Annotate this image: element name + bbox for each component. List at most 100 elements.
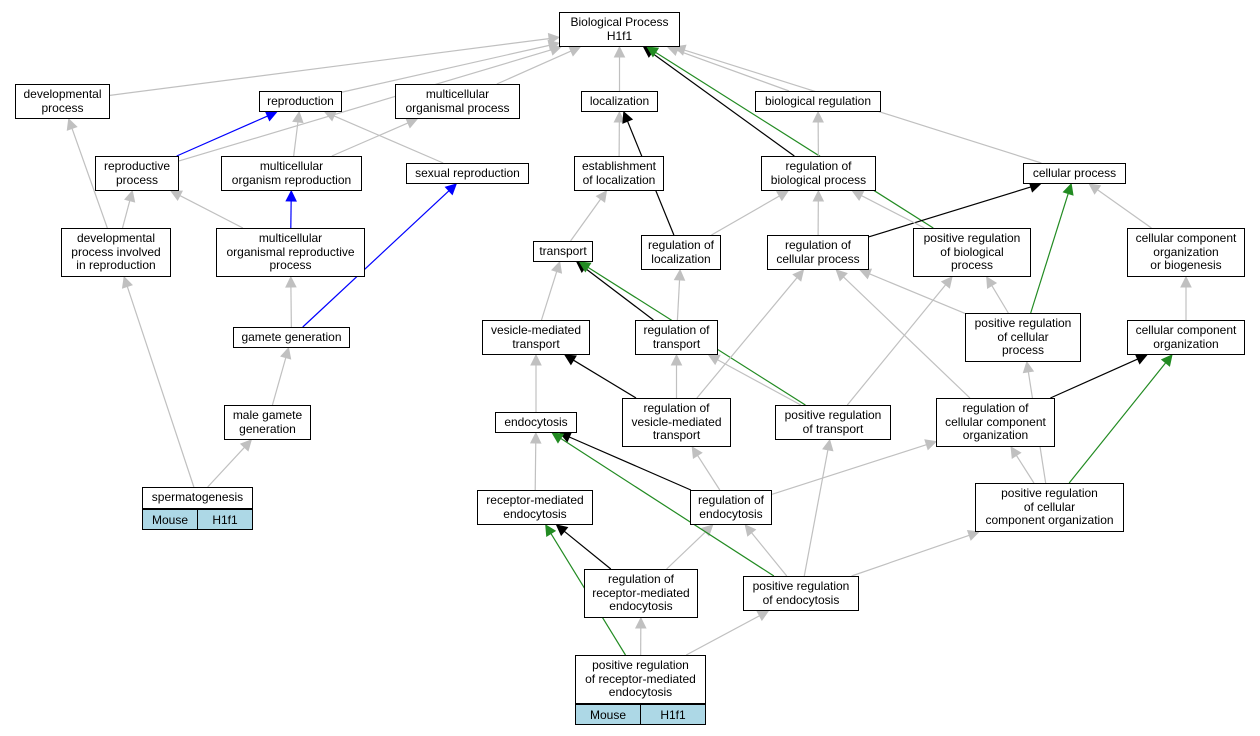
arrowhead-posregendo-to-posregcco <box>966 529 980 541</box>
arrowhead-gamgen-to-mcorgrepproc <box>285 275 297 288</box>
arrowhead-regendo-to-regves <box>691 446 703 459</box>
node-regulation-of-cellular-process[interactable]: regulation of cellular process <box>767 235 869 270</box>
edge-posregtr-to-regtr <box>717 359 802 406</box>
node-positive-regulation-of-receptor-mediated-endocytosis[interactable]: positive regulation of receptor-mediated… <box>575 655 706 704</box>
arrowhead-posregcell-to-posregbio <box>986 276 998 289</box>
edge-devrep-to-devproc <box>71 128 108 229</box>
edge-regcco-to-regcell <box>843 276 971 399</box>
edge-sperm-to-malegam <box>207 446 245 488</box>
node-localization[interactable]: localization <box>581 91 658 112</box>
node-regulation-of-receptor-mediated-endocytosis[interactable]: regulation of receptor-mediated endocyto… <box>584 569 698 618</box>
arrowhead-estloc-to-loc <box>613 110 626 123</box>
node-multicellular-organismal-reproductive-process[interactable]: multicellular organismal reproductive pr… <box>216 228 365 277</box>
node-positive-regulation-of-cellular-component-organization[interactable]: positive regulation of cellular componen… <box>975 483 1124 532</box>
edge-regves-to-regcell <box>696 277 798 399</box>
node-regulation-of-localization[interactable]: regulation of localization <box>641 235 721 270</box>
edge-regendo-to-regves <box>697 455 721 491</box>
node-multicellular-organism-reproduction[interactable]: multicellular organism reproduction <box>221 156 362 191</box>
arrowhead-regrmendo-to-rmendo <box>555 524 569 537</box>
node-establishment-of-localization[interactable]: establishment of localization <box>574 156 664 191</box>
arrowhead-posregendo-to-endo <box>551 432 565 444</box>
arrowhead-sperm-to-devrep <box>121 275 133 289</box>
edge-regrmendo-to-regendo <box>666 531 706 570</box>
node-vesicle-mediated-transport[interactable]: vesicle-mediated transport <box>482 320 590 355</box>
node-reproductive-process[interactable]: reproductive process <box>95 156 179 191</box>
arrowhead-regtr-to-regloc <box>673 268 686 281</box>
arrowhead-posregrm-to-regrmendo <box>634 616 647 629</box>
annotation-row-spermatogenesis: Mouse H1f1 <box>142 509 253 530</box>
edge-sperm-to-devrep <box>126 286 195 488</box>
node-positive-regulation-of-endocytosis[interactable]: positive regulation of endocytosis <box>743 576 859 611</box>
edge-posregbio-to-bp <box>655 51 934 229</box>
edge-reprproc-to-repro <box>176 115 268 157</box>
edge-vestr-to-transport <box>540 271 558 321</box>
edge-posregcell-to-cellproc <box>1030 193 1069 314</box>
node-cellular-component-organization[interactable]: cellular component organization <box>1127 320 1245 355</box>
node-developmental-process-involved-in-reproduction[interactable]: developmental process involved in reprod… <box>61 228 171 277</box>
edge-reprproc-to-bp <box>178 49 552 162</box>
arrowhead-regves-to-vestr <box>563 354 577 366</box>
gene-tag: H1f1 <box>198 509 253 530</box>
arrowhead-vestr-to-transport <box>551 260 563 274</box>
node-endocytosis[interactable]: endocytosis <box>495 412 577 433</box>
arrowhead-mcorgrepproc-to-mcorgrep <box>285 189 297 202</box>
edge-regloc-to-regbio <box>711 195 780 236</box>
arrowhead-malegam-to-gamgen <box>280 346 292 360</box>
edge-posregendo-to-posregtr <box>803 449 829 577</box>
edge-posregcco-to-regcco <box>1015 455 1035 484</box>
edge-regtr-to-transport <box>584 267 654 321</box>
edge-regcco-to-cco <box>1050 358 1138 399</box>
arrowhead-mcop-to-bp <box>568 45 582 57</box>
node-cellular-component-organization-or-biogenesis[interactable]: cellular component organization or bioge… <box>1127 228 1245 277</box>
edge-mcorgrepproc-to-reprproc <box>179 195 244 229</box>
node-gamete-generation[interactable]: gamete generation <box>233 327 350 348</box>
edge-regcell-to-cellproc <box>868 186 1032 238</box>
arrowhead-gamgen-to-sexrep <box>444 183 458 196</box>
arrowhead-mcorgrep-to-mcop <box>405 117 419 129</box>
arrowhead-reprproc-to-bp <box>549 44 562 56</box>
edge-regtr-to-regloc <box>676 279 681 321</box>
node-spermatogenesis[interactable]: spermatogenesis <box>142 487 253 509</box>
edge-devrep-to-reprproc <box>121 200 131 229</box>
node-sexual-reproduction[interactable]: sexual reproduction <box>406 163 529 184</box>
node-transport[interactable]: transport <box>533 241 593 262</box>
arrowhead-sexrep-to-repro <box>323 110 337 122</box>
node-regulation-of-biological-process[interactable]: regulation of biological process <box>761 156 876 191</box>
node-reproduction[interactable]: reproduction <box>259 91 342 112</box>
node-multicellular-organismal-process[interactable]: multicellular organismal process <box>395 84 520 119</box>
arrowhead-posregbio-to-regbio <box>851 190 865 201</box>
edge-regves-to-vestr <box>573 359 637 399</box>
node-regulation-of-cellular-component-organization[interactable]: regulation of cellular component organiz… <box>936 398 1055 447</box>
node-regulation-of-transport[interactable]: regulation of transport <box>635 320 718 355</box>
node-developmental-process[interactable]: developmental process <box>15 84 110 119</box>
node-positive-regulation-of-cellular-process[interactable]: positive regulation of cellular process <box>965 313 1081 362</box>
annotation-row-positive-regulation-of-receptor-mediated-endocytosis: Mouse H1f1 <box>575 704 706 725</box>
node-biological-regulation[interactable]: biological regulation <box>755 91 881 112</box>
arrowhead-devrep-to-devproc <box>66 117 78 131</box>
node-positive-regulation-of-biological-process[interactable]: positive regulation of biological proces… <box>913 228 1031 277</box>
arrowhead-regloc-to-loc <box>622 110 634 124</box>
arrowhead-regcco-to-regcell <box>835 269 848 282</box>
arrowhead-posregtr-to-regtr <box>707 354 721 366</box>
node-male-gamete-generation[interactable]: male gamete generation <box>224 405 311 440</box>
node-receptor-mediated-endocytosis[interactable]: receptor-mediated endocytosis <box>477 490 593 525</box>
arrowhead-devrep-to-reprproc <box>124 189 136 203</box>
edge-regendo-to-endo <box>569 436 692 491</box>
arrowhead-posregrm-to-posregendo <box>756 610 770 622</box>
node-cellular-process[interactable]: cellular process <box>1023 163 1126 184</box>
arrowhead-sperm-to-malegam <box>239 439 253 452</box>
edge-posregendo-to-regendo <box>751 532 788 577</box>
node-biological-process[interactable]: Biological Process H1f1 <box>559 12 680 47</box>
edge-posregbio-to-regbio <box>861 195 925 229</box>
edge-mcop-to-bp <box>496 50 572 85</box>
edge-posregcell-to-regcell <box>869 273 966 315</box>
node-regulation-of-endocytosis[interactable]: regulation of endocytosis <box>690 490 772 525</box>
edge-posregendo-to-endo <box>560 437 775 577</box>
arrowhead-ccob-to-cellproc <box>1088 183 1102 195</box>
arrowhead-posregcell-to-regcell <box>859 268 873 280</box>
node-positive-regulation-of-transport[interactable]: positive regulation of transport <box>775 405 891 440</box>
edge-posregcell-to-posregbio <box>991 285 1009 314</box>
arrowhead-regcco-to-cco <box>1134 353 1148 365</box>
node-regulation-of-vesicle-mediated-transport[interactable]: regulation of vesicle-mediated transport <box>622 398 731 447</box>
arrowhead-reprproc-to-repro <box>264 110 278 122</box>
